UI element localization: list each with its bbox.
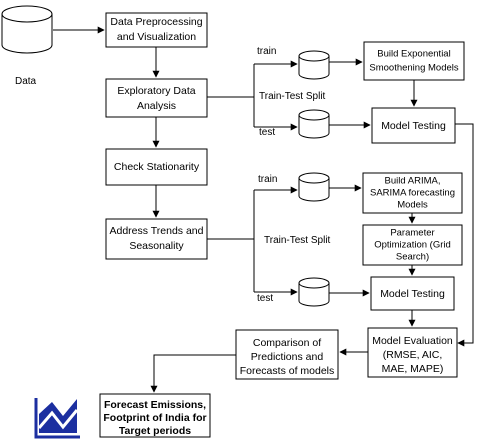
check-stationarity-line1: Check Stationarity	[114, 161, 200, 173]
train-test-split-label-1: Train-Test Split	[259, 91, 326, 102]
test-label-2: test	[257, 293, 273, 304]
eda-line1: Exploratory Data	[117, 85, 195, 97]
build-arima-line1: Build ARIMA,	[385, 176, 441, 187]
trends-seasonality-line2: Seasonality	[129, 240, 184, 252]
model-testing-2-line1: Model Testing	[380, 288, 445, 300]
test-data-cylinder-1	[298, 109, 330, 139]
eda-line2: Analysis	[137, 100, 176, 112]
forecast-line2: Footprint of India for	[103, 412, 206, 424]
forecast-line3: Target periods	[119, 425, 191, 437]
test-label-1: test	[259, 127, 275, 138]
comparison-line1: Comparison of	[253, 337, 321, 349]
model-testing-node-1: Model Testing	[371, 107, 456, 144]
trends-seasonality-node: Address Trends and Seasonality	[105, 218, 208, 260]
param-opt-line1: Parameter	[390, 228, 434, 239]
data-label: Data	[15, 76, 37, 87]
data-preprocessing-line2: and Visualization	[117, 31, 196, 43]
build-arima-sarima-node: Build ARIMA, SARIMA forecasting Models	[362, 172, 463, 214]
param-opt-line2: Optimization (Grid	[374, 240, 451, 251]
build-arima-line2: SARIMA forecasting	[370, 188, 455, 199]
comparison-line3: Forecasts of models	[240, 365, 335, 377]
test-data-cylinder-2	[298, 277, 330, 307]
comparison-node: Comparison of Predictions and Forecasts …	[235, 329, 339, 380]
parameter-optimization-node: Parameter Optimization (Grid Search)	[362, 224, 463, 266]
train-data-cylinder-1	[298, 50, 330, 80]
train-test-split-label-2: Train-Test Split	[264, 235, 331, 246]
trends-seasonality-line1: Address Trends and	[110, 225, 204, 237]
data-preprocessing-line1: Data Preprocessing	[110, 16, 202, 28]
build-arima-line3: Models	[397, 200, 428, 211]
edge-comparison-forecast	[150, 354, 236, 393]
build-es-line1: Build Exponential	[377, 49, 450, 60]
edge-testing1-evaluation	[455, 123, 474, 347]
param-opt-line3: Search)	[396, 252, 429, 263]
model-evaluation-node: Model Evaluation (RMSE, AIC, MAE, MAPE)	[367, 327, 458, 378]
forecast-line1: Forecast Emissions,	[104, 399, 206, 411]
evaluation-line3: MAE, MAPE)	[382, 363, 444, 375]
line-chart-icon	[34, 398, 80, 439]
train-label-2: train	[258, 174, 277, 185]
comparison-line2: Predictions and	[251, 351, 324, 363]
database-icon	[1, 5, 53, 54]
evaluation-line1: Model Evaluation	[372, 335, 453, 347]
check-stationarity-node: Check Stationarity	[105, 148, 208, 186]
build-exponential-smoothening-node: Build Exponential Smoothening Models	[363, 41, 465, 81]
forecast-node: Forecast Emissions, Footprint of India f…	[99, 393, 211, 438]
data-preprocessing-node: Data Preprocessing and Visualization	[105, 12, 208, 48]
evaluation-line2: (RMSE, AIC,	[383, 349, 443, 361]
train-data-cylinder-2	[298, 172, 330, 202]
model-testing-1-line1: Model Testing	[381, 120, 446, 132]
model-testing-node-2: Model Testing	[370, 276, 455, 311]
train-label-1: train	[257, 46, 276, 57]
eda-node: Exploratory Data Analysis	[105, 78, 208, 118]
build-es-line2: Smoothening Models	[369, 63, 458, 74]
